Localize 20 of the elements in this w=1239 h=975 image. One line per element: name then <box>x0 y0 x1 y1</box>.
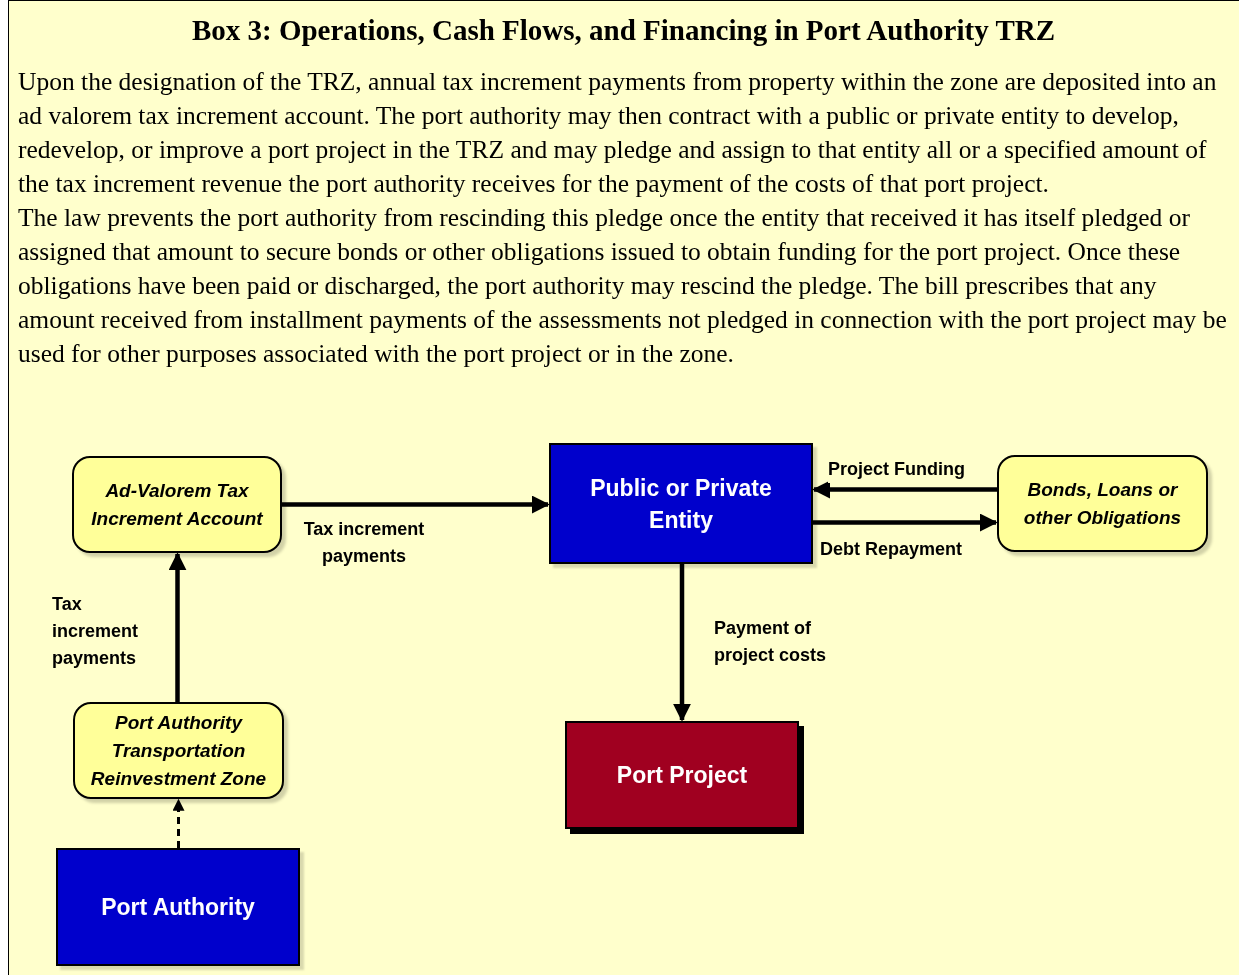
rounded-box <box>997 455 1208 552</box>
node-text: Port Authority <box>101 893 255 922</box>
arrow <box>168 552 187 702</box>
rounded-box <box>72 456 282 553</box>
arrow <box>282 495 550 514</box>
node-text: Port Project <box>616 761 748 790</box>
arrow <box>673 564 691 722</box>
paragraph: The law prevents the port authority from rescinding this pledge once the entity that received it has itself pledged or assigned that amount to secure bonds or other obligations issued to obtain funding for the port project. Once these obligations have been paid or discharged, the port authority may rescind the pledge. The bill prescribes that any amount received from installment payments of the assessments not pledged in connection with the port project may be used for other purposes associated with the port project or in the zone. <box>18 202 1228 370</box>
paragraph: Upon the designation of the TRZ, annual tax increment payments from property within the zone are deposited into an ad valorem tax increment account. The port authority may then contract with a public or private entity to develop, redevelop, or improve a port project in the TRZ and may pledge and assign to that entity all or a specified amount of the tax increment revenue the port authority receives for the payment of the costs of that port project. <box>18 66 1218 200</box>
node-text: Public or Private Entity <box>589 473 773 535</box>
arrow <box>813 513 998 532</box>
node-text: Port Authority Transportation Reinvestment Zone <box>89 710 268 791</box>
node-text: Bonds, Loans or other Obligations <box>1022 477 1183 530</box>
process-box <box>56 848 300 966</box>
process-box <box>549 443 813 564</box>
arrow <box>812 480 997 499</box>
title: Box 3: Operations, Cash Flows, and Financing in Port Authority TRZ <box>190 13 1057 48</box>
node-text: Ad-Valorem Tax Increment Account <box>90 478 264 531</box>
dashed-arrow <box>172 798 185 848</box>
rounded-box <box>73 702 284 799</box>
